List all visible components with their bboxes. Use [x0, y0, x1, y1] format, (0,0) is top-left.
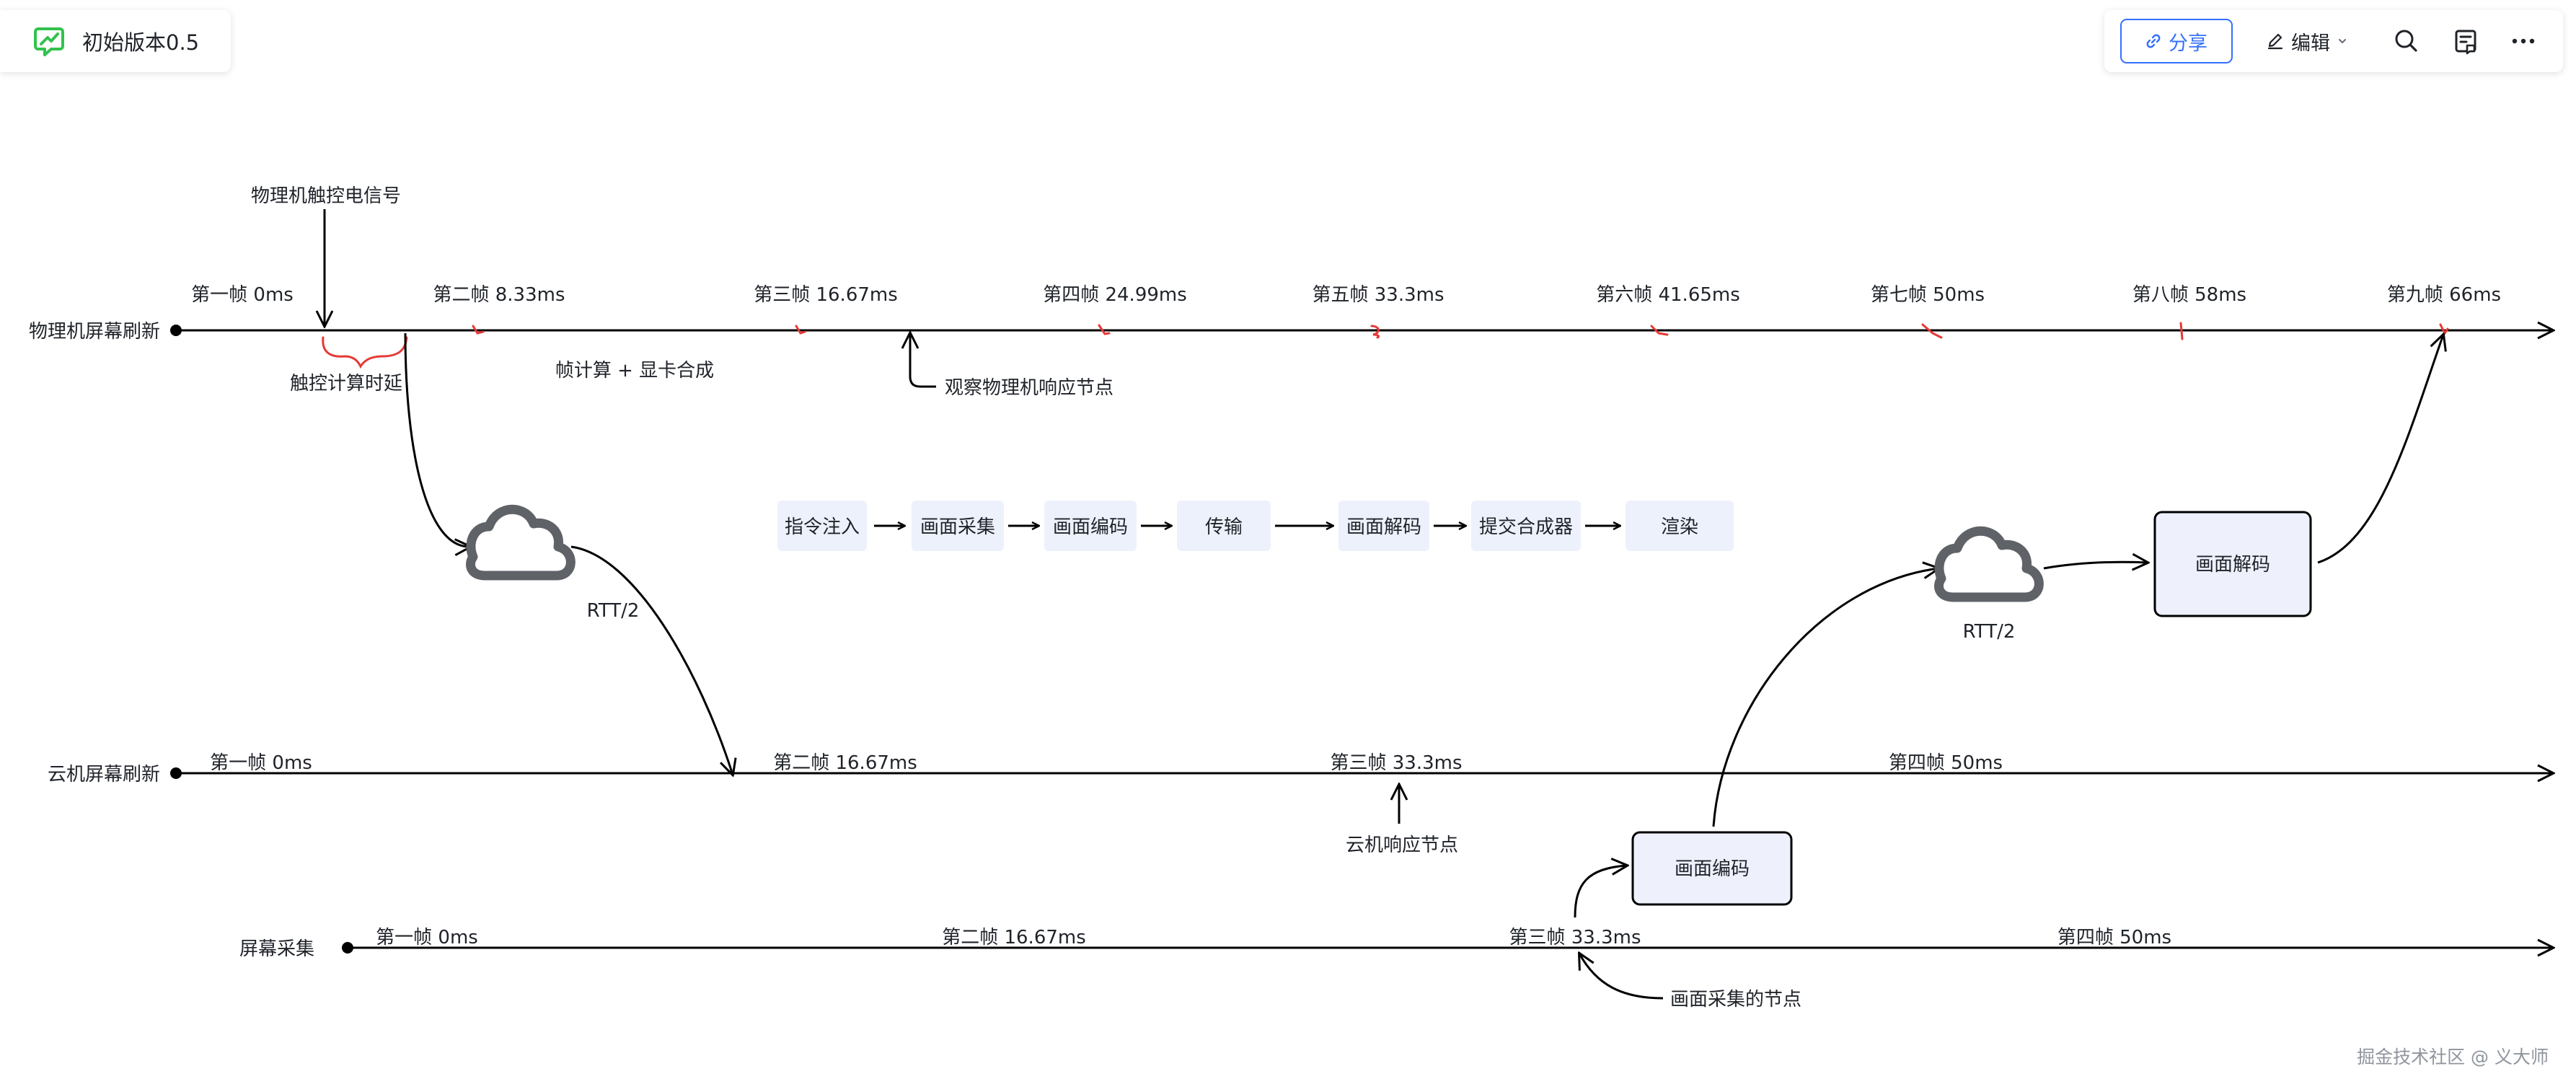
cloud-left: RTT/2	[404, 333, 733, 775]
top-toolbar: 分享 编辑	[2104, 10, 2563, 72]
track-label: 屏幕采集	[239, 938, 314, 960]
cloud-icon	[1939, 531, 2039, 597]
share-button[interactable]: 分享	[2120, 19, 2233, 63]
rtt-label: RTT/2	[1963, 621, 2016, 643]
track-label: 云机屏幕刷新	[48, 764, 160, 785]
frame-label: 第六帧 41.65ms	[1596, 284, 1740, 306]
encode-box-shape	[1631, 831, 1793, 906]
watermark: 掘金技术社区 @ 义大师	[2357, 1047, 2549, 1067]
track-label: 物理机屏幕刷新	[29, 321, 160, 343]
frame-label: 第三帧 33.3ms	[1509, 927, 1641, 948]
capture-node: 画面采集的节点	[1579, 954, 1801, 1010]
track-cloud: 云机屏幕刷新 第一帧 0ms 第二帧 16.67ms 第三帧 33.3ms 第四…	[48, 752, 2553, 785]
pipeline-step-box	[1338, 501, 1429, 551]
frame-label: 第二帧 8.33ms	[433, 284, 565, 306]
pipeline-step-label: 渲染	[1661, 516, 1698, 538]
curve-to-cloud-track	[570, 545, 733, 775]
observe-node-arrow	[910, 333, 936, 388]
chevron-down-icon[interactable]	[2337, 35, 2348, 47]
curve-capture-to-encode	[1574, 866, 1627, 918]
edit-label: 编辑	[2291, 32, 2330, 55]
touch-signal-label: 物理机触控电信号	[251, 185, 401, 207]
frame-label: 第四帧 50ms	[1889, 752, 2003, 774]
more-icon[interactable]	[2507, 25, 2540, 58]
pipeline-step-box	[912, 501, 1004, 551]
pipeline-step-label: 画面解码	[1346, 516, 1421, 538]
doc-title: 初始版本0.5	[82, 30, 200, 55]
whiteboard-doc-icon	[32, 24, 66, 58]
track-capture: 屏幕采集 第一帧 0ms 第二帧 16.67ms 第三帧 33.3ms 第四帧 …	[239, 927, 2553, 960]
link-icon	[2145, 33, 2161, 49]
pipeline-step-box	[1044, 501, 1137, 551]
frame-label: 第三帧 16.67ms	[754, 284, 898, 306]
curve-cloud-to-decode	[2043, 562, 2148, 568]
pipeline-step-label: 提交合成器	[1479, 516, 1573, 538]
frame-label: 第九帧 66ms	[2387, 284, 2501, 306]
decode-box-shape	[2153, 511, 2312, 617]
decode-box-label: 画面解码	[2195, 554, 2270, 576]
cloud-right: RTT/2	[1712, 531, 2148, 827]
rtt-label: RTT/2	[587, 600, 640, 622]
frame-label: 第一帧 0ms	[376, 927, 478, 948]
curve-decode-to-physical	[2317, 335, 2443, 564]
comment-list-icon[interactable]	[2449, 25, 2482, 58]
frame-compute-label: 帧计算 + 显卡合成	[555, 360, 714, 382]
encode-box-label: 画面编码	[1675, 858, 1750, 880]
frame-label: 第一帧 0ms	[210, 752, 312, 774]
frame-label: 第五帧 33.3ms	[1312, 284, 1444, 306]
encode-box: 画面编码	[1631, 831, 1793, 906]
curve-to-cloud	[404, 333, 470, 547]
search-icon[interactable]	[2390, 25, 2423, 58]
pipeline: 指令注入 画面采集 画面编码 传输 画面解码 提交合成器 渲染	[777, 501, 1734, 551]
touch-delay-brace	[322, 336, 408, 369]
curve-encode-to-cloud	[1712, 568, 1938, 827]
frame-label: 第三帧 33.3ms	[1330, 752, 1462, 774]
doc-title-card[interactable]: 初始版本0.5	[0, 10, 231, 72]
pipeline-step-box	[1177, 501, 1271, 551]
pipeline-step-box	[1626, 501, 1734, 551]
frame-label: 第二帧 16.67ms	[942, 927, 1086, 948]
capture-node-arrow	[1579, 954, 1664, 1000]
pipeline-step-label: 画面采集	[920, 516, 995, 538]
pipeline-step-label: 传输	[1205, 516, 1243, 538]
pencil-icon	[2266, 32, 2285, 50]
pipeline-step-box	[777, 501, 867, 551]
pipeline-step-label: 指令注入	[785, 516, 860, 538]
edit-button[interactable]: 编辑	[2253, 19, 2361, 63]
decode-box: 画面解码	[2153, 335, 2443, 617]
cloud-icon	[471, 509, 571, 576]
pipeline-step-label: 画面编码	[1053, 516, 1128, 538]
touch-signal: 物理机触控电信号	[251, 185, 401, 326]
cloud-response-label: 云机响应节点	[1346, 835, 1458, 856]
frame-label: 第四帧 50ms	[2057, 927, 2171, 948]
observe-node: 观察物理机响应节点	[910, 333, 1113, 399]
track-physical: 物理机屏幕刷新 第一帧 0ms 第二帧 8.33ms 第三帧 16.67ms 第…	[29, 284, 2553, 343]
pipeline-step-box	[1471, 501, 1581, 551]
capture-node-label: 画面采集的节点	[1670, 989, 1801, 1010]
frame-label: 第八帧 58ms	[2132, 284, 2246, 306]
cloud-response-node: 云机响应节点	[1346, 785, 1458, 856]
frame-label: 第四帧 24.99ms	[1043, 284, 1187, 306]
frame-label: 第二帧 16.67ms	[773, 752, 917, 774]
frame-label: 第七帧 50ms	[1871, 284, 1985, 306]
frame-label: 第一帧 0ms	[191, 284, 294, 306]
observe-node-label: 观察物理机响应节点	[945, 377, 1113, 399]
touch-delay-label: 触控计算时延	[290, 373, 402, 395]
share-label: 分享	[2169, 32, 2207, 55]
